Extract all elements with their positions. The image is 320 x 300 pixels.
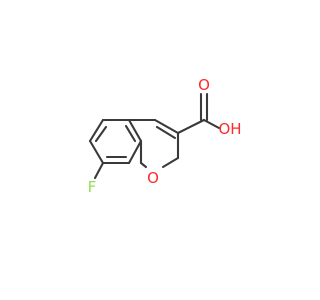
bond-o1-c8a	[139, 161, 148, 169]
bond-c2-o1	[161, 156, 180, 169]
atom-labels: O OH O F	[88, 76, 242, 196]
bond-c8a-c4a	[127, 118, 143, 143]
bond-c8-c8a	[127, 139, 143, 165]
atom-label-hydroxyl: OH	[218, 120, 241, 138]
atom-label-ring-o: O	[147, 169, 159, 187]
bond-c5-c6-inner	[94, 125, 108, 143]
pyran-ring	[127, 118, 180, 169]
bond-c6-c7	[88, 139, 105, 165]
bond-c5-c6	[88, 118, 105, 143]
benzene-ring	[88, 118, 143, 165]
carboxylic-acid-group	[176, 92, 221, 135]
bond-c3-ccooh	[176, 118, 206, 135]
bond-c8a-c4a-inner	[124, 124, 137, 143]
bond-ccooh-oh	[202, 118, 221, 130]
structure-drawing: O OH O F	[88, 76, 242, 196]
molecule-canvas: O OH O F	[88, 76, 242, 196]
bond-c8-f	[93, 161, 105, 180]
atom-label-carbonyl-o: O	[198, 76, 210, 94]
atom-label-fluorine: F	[88, 178, 97, 196]
bond-c4-c3	[153, 118, 180, 135]
bond-c4-c3-inner	[155, 125, 177, 140]
